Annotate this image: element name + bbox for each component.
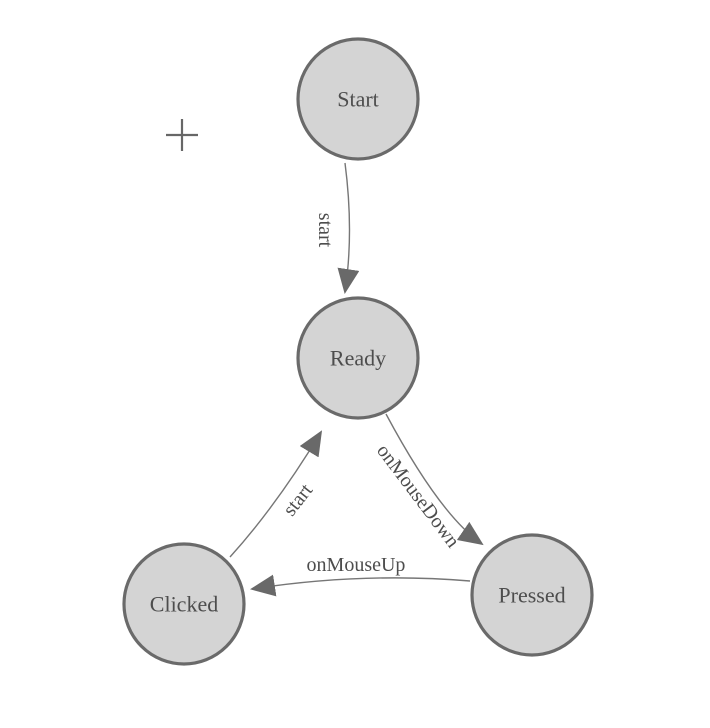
edge-clicked-ready-line[interactable] <box>229 430 323 558</box>
node-start-circle[interactable] <box>296 37 420 161</box>
edge-ready-pressed-label: onMouseDown <box>372 440 464 552</box>
edge-clicked-ready[interactable]: start <box>229 430 323 558</box>
edge-pressed-clicked-label: onMouseUp <box>307 554 406 576</box>
edge-ready-pressed-line[interactable] <box>385 413 484 546</box>
edge-ready-pressed[interactable]: onMouseDown <box>372 413 484 552</box>
node-ready-label: Ready <box>330 346 386 371</box>
edge-clicked-ready-label: start <box>279 479 318 520</box>
node-pressed[interactable]: Pressed <box>470 533 594 657</box>
edge-pressed-clicked[interactable]: onMouseUp <box>250 554 471 597</box>
origin-crosshair-icon <box>166 119 198 151</box>
node-pressed-label: Pressed <box>498 583 565 608</box>
edge-start-ready-label: start <box>314 213 336 248</box>
edge-pressed-clicked-line[interactable] <box>250 574 471 597</box>
node-clicked-label: Clicked <box>150 592 218 617</box>
edge-start-ready[interactable]: start <box>314 162 360 294</box>
node-start[interactable]: Start <box>296 37 420 161</box>
node-start-label: Start <box>337 87 379 112</box>
node-pressed-circle[interactable] <box>470 533 594 657</box>
edge-start-ready-line[interactable] <box>337 162 360 294</box>
node-ready-circle[interactable] <box>296 296 420 420</box>
node-clicked-circle[interactable] <box>122 542 246 666</box>
node-clicked[interactable]: Clicked <box>122 542 246 666</box>
node-ready[interactable]: Ready <box>296 296 420 420</box>
